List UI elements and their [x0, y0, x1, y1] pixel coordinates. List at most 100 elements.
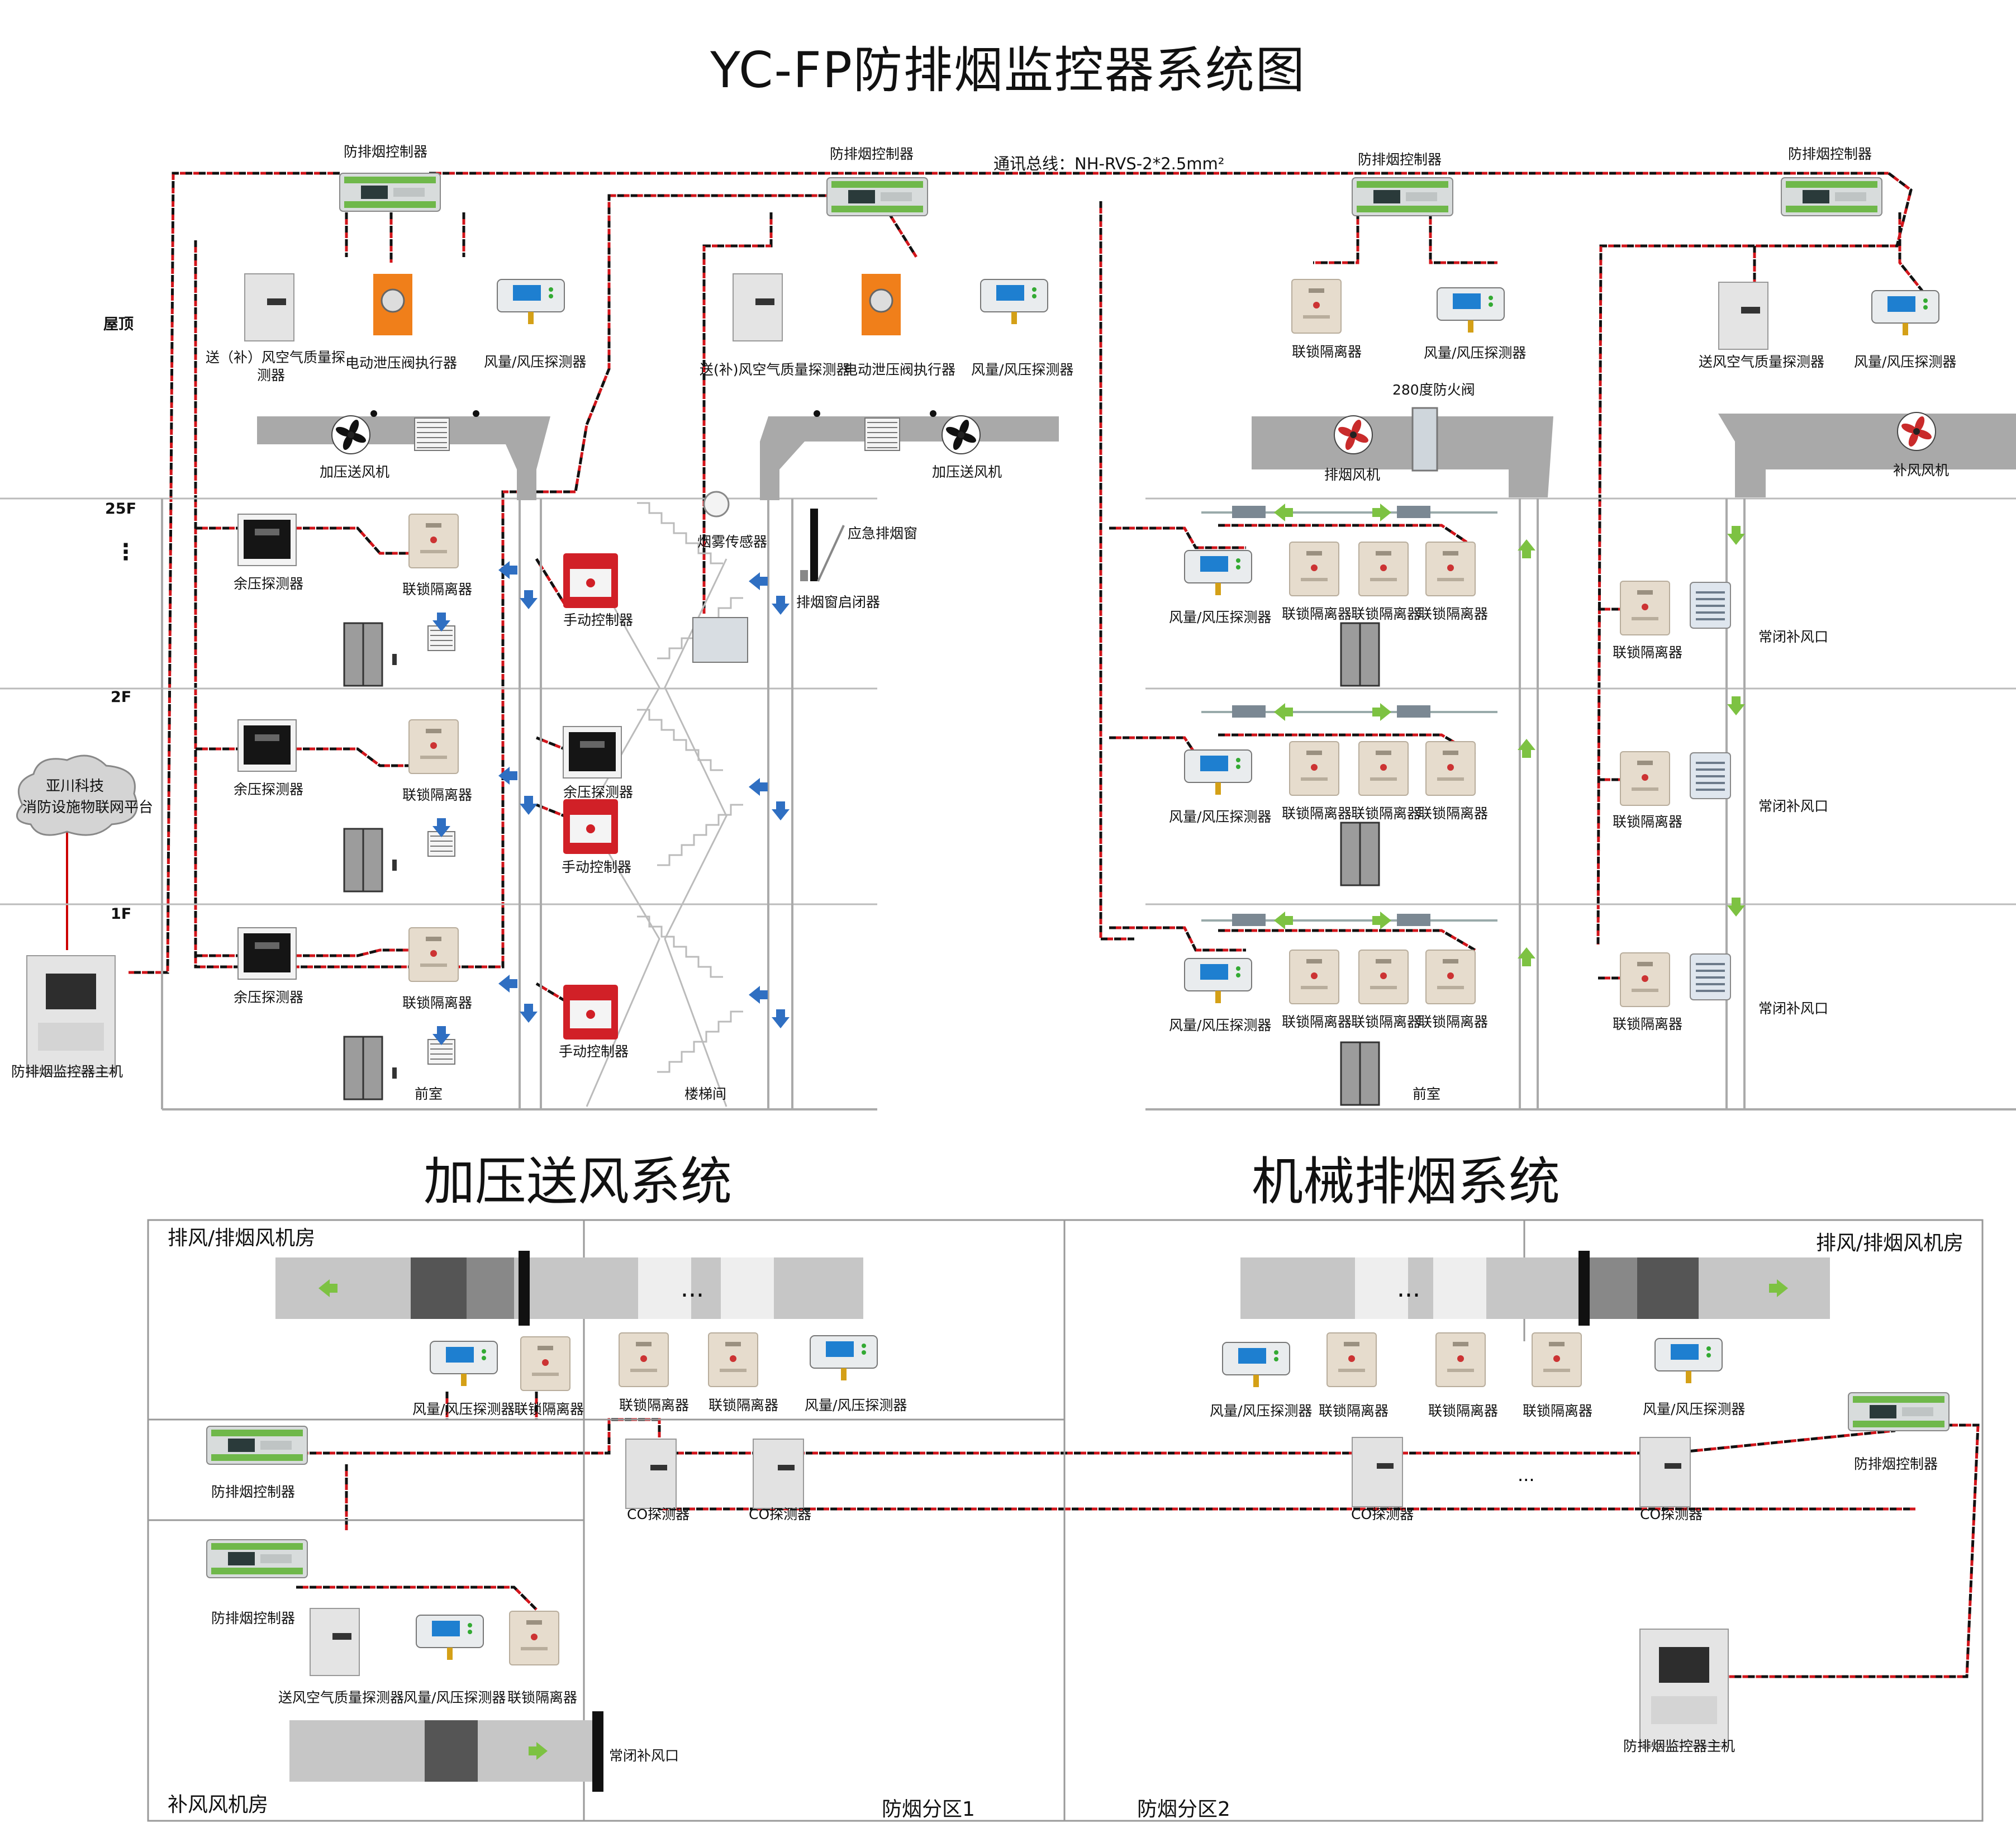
isolator-2f-right-3 — [1425, 741, 1476, 796]
air-quality-detector-mid — [733, 273, 783, 341]
grille-ellipsis-right: ... — [1397, 1274, 1420, 1303]
isolator-bottom-6-label: 联锁隔离器 — [1428, 1403, 1499, 1419]
anteroom-label-right: 前室 — [1413, 1086, 1441, 1102]
floor-2f: 2F — [111, 689, 132, 706]
pressure-fan-left-label: 加压送风机 — [320, 464, 390, 480]
co-detector-bottom-2-label: CO探测器 — [749, 1506, 812, 1522]
stair-arrow-left-1f — [749, 986, 768, 1004]
nc-inlet-label-1f: 常闭补风口 — [1758, 1000, 1829, 1017]
exhaust-fan-body-left — [411, 1257, 467, 1319]
bottom-bus-host-red — [1727, 1423, 1980, 1678]
duct-sensor-dot-1 — [370, 410, 377, 417]
exhaust-fan-label: 排烟风机 — [1324, 467, 1381, 483]
exhaust-fan-icon — [1334, 415, 1373, 454]
pressure-fan-icon-left — [331, 415, 370, 454]
controller-1-label: 防排烟控制器 — [344, 144, 428, 160]
nc-inlet-label-2f: 常闭补风口 — [1758, 798, 1829, 814]
stair-arrow-down-2f — [772, 801, 790, 820]
co-detector-bottom-2 — [753, 1439, 804, 1509]
wire-flow-right-red — [1429, 212, 1497, 264]
isolator-bottom-6 — [1435, 1332, 1486, 1387]
exhaust-fan-body-right — [1637, 1257, 1699, 1319]
grille-right-2 — [1433, 1257, 1486, 1319]
exhaust-arrow-b-25f — [1372, 504, 1391, 521]
exhaust-room-right-label: 排风/排烟风机房 — [1816, 1232, 1964, 1255]
controller-bottom-1 — [206, 1426, 308, 1465]
elevator-door-25f-right — [1340, 622, 1380, 687]
wire-flow-mid-red — [887, 211, 918, 258]
makeup-room-label: 补风风机房 — [168, 1793, 269, 1816]
air-quality-far-right-label: 送风空气质量探测器 — [1699, 354, 1825, 370]
window-closer-label: 排烟窗启闭器 — [796, 594, 881, 610]
section-smoke-exhaust: 机械排烟系统 — [1252, 1152, 1561, 1212]
devices: ......... — [16, 173, 1950, 1760]
door-handle-1f — [392, 1067, 397, 1079]
wire-25f-right-a-red — [1109, 526, 1246, 549]
flow-detector-mid-label: 风量/风压探测器 — [971, 362, 1074, 378]
manual-controller-2f — [563, 799, 618, 854]
flow-detector-bottom-3 — [416, 1615, 484, 1660]
isolator-bottom-5 — [1326, 1332, 1377, 1387]
air-quality-detector-bottom — [310, 1608, 360, 1676]
isolator-bottom-3-label: 联锁隔离器 — [709, 1397, 779, 1413]
isolator-bottom-1-label: 联锁隔离器 — [514, 1401, 584, 1417]
duct-sensor-dot-3 — [814, 410, 820, 417]
smoke-sensor-label: 烟雾传感器 — [697, 534, 768, 550]
wire-pressurization-loop-red — [194, 194, 827, 969]
isolator-25f-right-1 — [1289, 542, 1339, 596]
wire-iso-right-red — [1313, 212, 1359, 264]
shaft-arrow-down-1f — [520, 1004, 538, 1023]
emergency-window-frame — [810, 509, 818, 581]
isolator-2f-right-2-label: 联锁隔离器 — [1351, 805, 1421, 822]
smoke-valve-b-1f — [1397, 914, 1430, 926]
isolator-makeup-1f — [1620, 952, 1670, 1007]
door-handle-25f — [392, 654, 397, 665]
co-detector-bottom-1-label: CO探测器 — [627, 1506, 690, 1522]
stair-arrow-down-1f — [772, 1009, 790, 1028]
residual-pressure-detector-stair-2f — [563, 726, 622, 779]
isolator-25f-right-3 — [1425, 542, 1476, 596]
wire-2f — [196, 747, 425, 767]
air-quality-detector-far-right — [1718, 282, 1768, 350]
manual-controller-1f — [563, 985, 618, 1040]
nc-inlet-icon-25f — [1689, 581, 1732, 629]
shaft-arrow-left-2f — [498, 767, 517, 785]
bus-label: 通讯总线：NH-RVS-2*2.5mm² — [993, 154, 1225, 173]
makeup-fan-icon — [1897, 412, 1936, 451]
bus-right-loop — [1596, 172, 1913, 945]
isolator-2f-right-1-label: 联锁隔离器 — [1282, 805, 1352, 822]
flow-detector-25f-right-label: 风量/风压探测器 — [1169, 609, 1272, 625]
isolator-1f-right-3-label: 联锁隔离器 — [1418, 1014, 1489, 1030]
grille-ellipsis-left: ... — [681, 1274, 704, 1303]
isolator-bottom-2-label: 联锁隔离器 — [619, 1397, 690, 1413]
residual-pressure-detector-1f — [237, 927, 297, 980]
flow-detector-roof-right-label: 风量/风压探测器 — [1424, 345, 1527, 361]
isolator-25f-right-2 — [1358, 542, 1409, 596]
pressure-fan-mid-label: 加压送风机 — [932, 464, 1002, 480]
relief-valve-grille-mid — [864, 417, 900, 451]
controller-bottom-2-label: 防排烟控制器 — [211, 1610, 296, 1626]
zone2-label: 防烟分区2 — [1137, 1798, 1230, 1821]
flow-detector-left-label: 风量/风压探测器 — [484, 354, 587, 370]
isolator-label-2f: 联锁隔离器 — [402, 787, 473, 803]
flow-detector-bottom-2-label: 风量/风压探测器 — [805, 1397, 907, 1413]
isolator-roof-right — [1291, 279, 1342, 334]
floor-1f: 1F — [111, 905, 132, 923]
makeup-damper — [592, 1711, 603, 1792]
isolator-1f-right-1-label: 联锁隔离器 — [1282, 1014, 1352, 1030]
shaft-up-arrow-1f — [1518, 947, 1535, 966]
window-closer-icon — [800, 570, 808, 581]
isolator-2f-right-1 — [1289, 741, 1339, 796]
flow-detector-2f-right-label: 风量/风压探测器 — [1169, 809, 1272, 825]
shaft-arrow-left-25f — [498, 561, 517, 579]
duct-left — [257, 416, 550, 500]
flow-detector-25f-right — [1184, 550, 1252, 596]
co-ellipsis: ... — [1518, 1464, 1535, 1485]
flow-detector-far-right-label: 风量/风压探测器 — [1854, 354, 1957, 370]
nc-inlet-bottom-label: 常闭补风口 — [609, 1748, 679, 1764]
isolator-1f — [408, 927, 459, 982]
manual-controller-1f-label: 手动控制器 — [559, 1043, 629, 1060]
smoke-valve-b-25f — [1397, 506, 1430, 518]
pressure-fan-icon-mid — [942, 415, 981, 454]
residual-pressure-detector-25f — [237, 514, 297, 566]
